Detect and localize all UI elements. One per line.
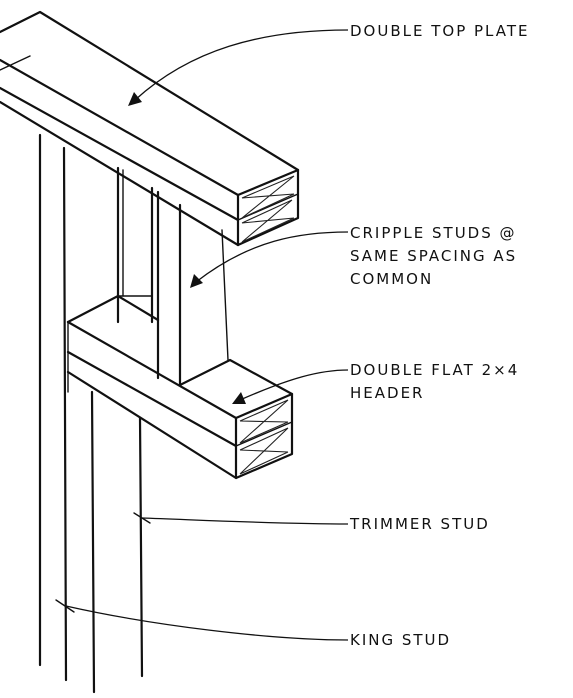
label-king-stud-text: KING STUD bbox=[350, 631, 452, 649]
cripple-studs bbox=[116, 166, 229, 387]
label-cripple-studs-line1: CRIPPLE STUDS @ bbox=[350, 224, 517, 242]
leader-header bbox=[232, 369, 349, 404]
double-top-plate bbox=[0, 10, 300, 247]
leader-top-plate bbox=[128, 29, 349, 106]
label-trimmer-stud-text: TRIMMER STUD bbox=[350, 515, 490, 533]
leader-king-stud bbox=[55, 599, 349, 641]
label-double-top-plate: DOUBLE TOP PLATE bbox=[350, 20, 530, 43]
label-header: DOUBLE FLAT 2×4 HEADER bbox=[350, 359, 519, 405]
label-trimmer-stud: TRIMMER STUD bbox=[350, 513, 490, 536]
label-king-stud: KING STUD bbox=[350, 629, 451, 652]
double-flat-header bbox=[66, 294, 294, 480]
label-cripple-studs: CRIPPLE STUDS @ SAME SPACING AS COMMON bbox=[350, 222, 517, 291]
label-header-line1: DOUBLE FLAT 2×4 bbox=[350, 361, 520, 379]
leader-cripple-studs bbox=[190, 231, 349, 288]
label-cripple-studs-line2: SAME SPACING AS bbox=[350, 247, 518, 265]
label-cripple-studs-line3: COMMON bbox=[350, 270, 434, 288]
label-double-top-plate-text: DOUBLE TOP PLATE bbox=[350, 22, 530, 40]
leader-trimmer-stud bbox=[133, 512, 349, 525]
wall-studs bbox=[38, 133, 144, 694]
label-header-line2: HEADER bbox=[350, 384, 425, 402]
